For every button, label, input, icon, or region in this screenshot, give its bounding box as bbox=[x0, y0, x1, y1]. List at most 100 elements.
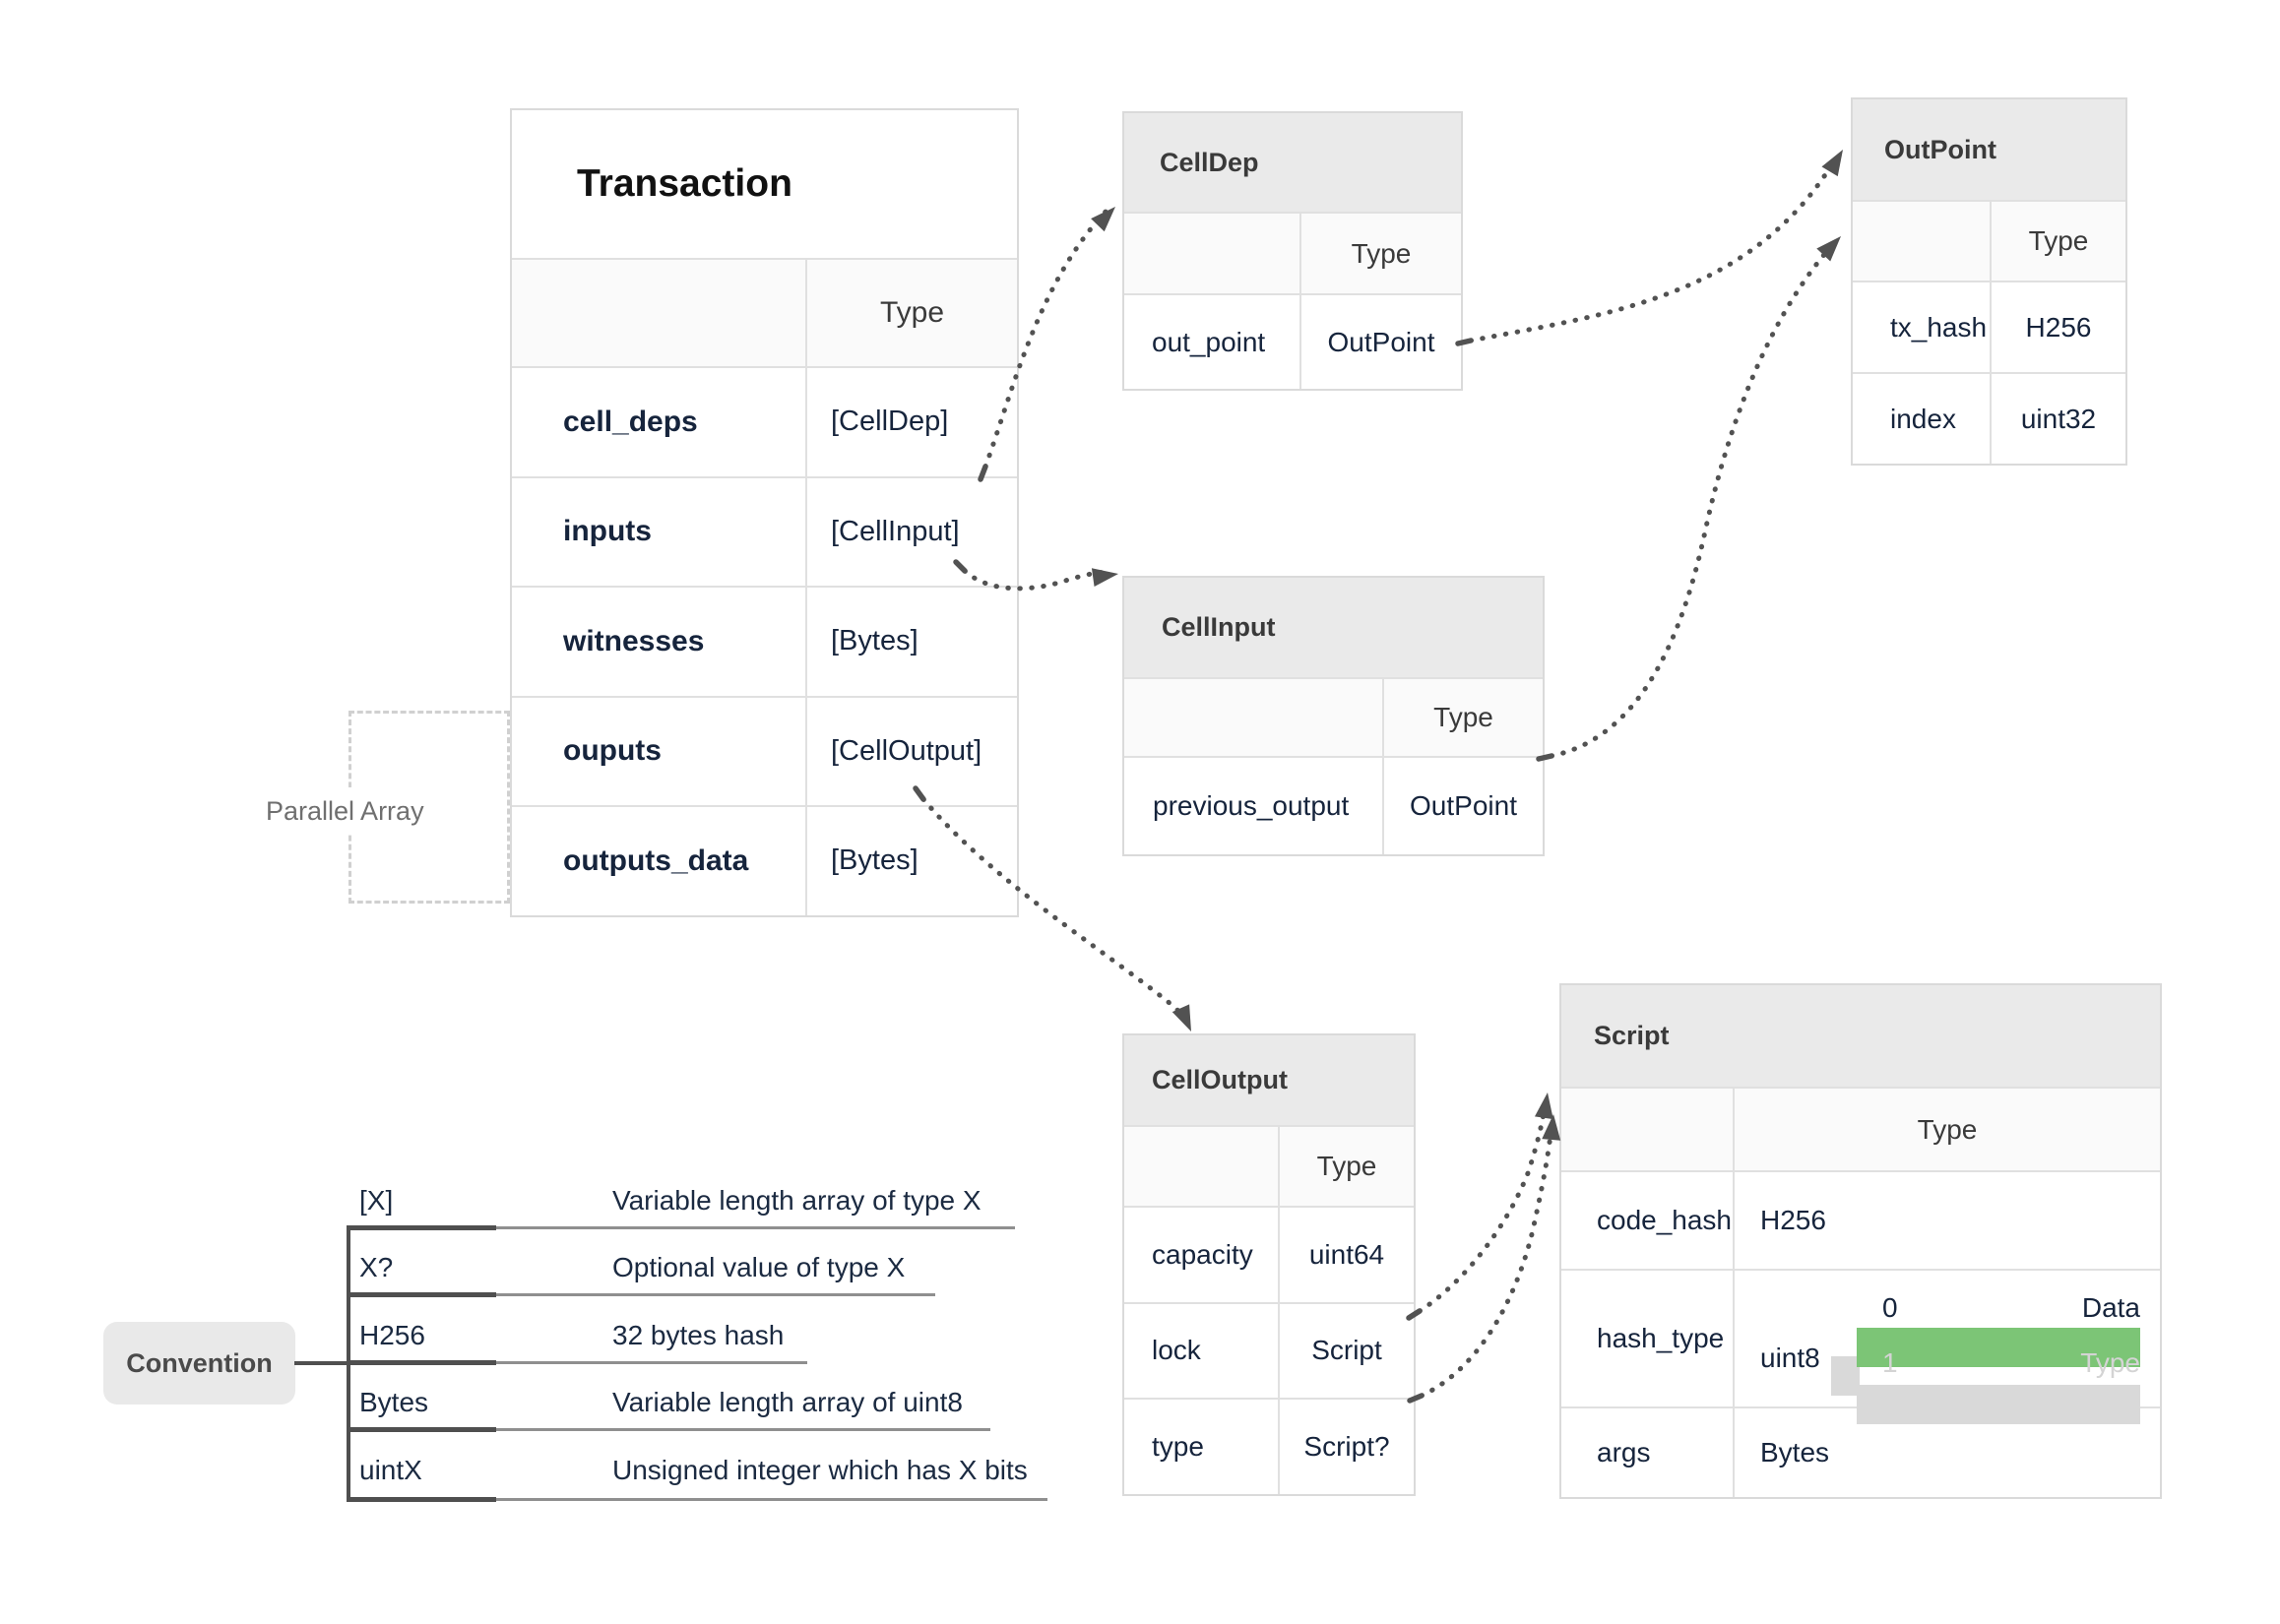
arrow-type-to-script bbox=[1407, 1114, 1561, 1404]
field-type: Bytes bbox=[1760, 1437, 1830, 1468]
celldep-title: CellDep bbox=[1124, 113, 1461, 212]
field-type: Script bbox=[1311, 1335, 1382, 1366]
table-row: out_point OutPoint bbox=[1124, 293, 1461, 389]
table-row: ouputs [CellOutput] bbox=[512, 695, 1017, 805]
empty-header-cell bbox=[1853, 202, 1992, 281]
legend-term: X? bbox=[359, 1252, 394, 1282]
branch-connector-line bbox=[1831, 1356, 1857, 1396]
legend-term: [X] bbox=[359, 1185, 394, 1216]
field-name: witnesses bbox=[512, 588, 807, 696]
field-type: [CellInput] bbox=[831, 515, 960, 547]
empty-header-cell bbox=[1124, 214, 1301, 293]
type-header: Type bbox=[1433, 702, 1493, 732]
field-type: [CellOutput] bbox=[831, 734, 982, 767]
field-name: lock bbox=[1124, 1303, 1280, 1398]
arrow-lock-to-script bbox=[1406, 1093, 1553, 1321]
field-name: ouputs bbox=[512, 697, 807, 805]
field-name: capacity bbox=[1124, 1208, 1280, 1302]
table-row: code_hash H256 bbox=[1561, 1170, 2160, 1269]
transaction-title: Transaction bbox=[512, 110, 1017, 258]
table-row: type Script? bbox=[1124, 1398, 1414, 1494]
convention-pill: Convention bbox=[103, 1322, 295, 1405]
table-row: outputs_data [Bytes] bbox=[512, 805, 1017, 915]
branch-fork-gray bbox=[1857, 1359, 1860, 1399]
field-type: [Bytes] bbox=[831, 625, 918, 657]
legend-definition: 32 bytes hash bbox=[612, 1320, 785, 1350]
field-name: inputs bbox=[512, 477, 807, 586]
empty-header-cell bbox=[1561, 1089, 1735, 1170]
legend-rule bbox=[347, 1292, 935, 1297]
branch-line-data bbox=[1857, 1328, 2140, 1367]
arrow-outpoint-ref-to-outpoint bbox=[1455, 150, 1843, 346]
type-header: Type bbox=[879, 296, 945, 329]
celloutput-title: CellOutput bbox=[1124, 1035, 1414, 1125]
field-name: hash_type bbox=[1561, 1271, 1735, 1406]
field-name: args bbox=[1561, 1408, 1735, 1497]
outpoint-table: OutPoint Type tx_hash H256 index uint32 bbox=[1851, 97, 2127, 466]
celloutput-header-row: Type bbox=[1124, 1125, 1414, 1206]
field-name: cell_deps bbox=[512, 368, 807, 476]
field-type: uint8 bbox=[1760, 1343, 1820, 1373]
table-row: cell_deps [CellDep] bbox=[512, 366, 1017, 476]
legend-rule bbox=[347, 1225, 1015, 1230]
legend-definition: Variable length array of type X bbox=[612, 1185, 982, 1216]
type-header: Type bbox=[1351, 237, 1412, 269]
celldep-header-row: Type bbox=[1124, 212, 1461, 293]
celloutput-table: CellOutput Type capacity uint64 lock Scr… bbox=[1122, 1033, 1416, 1496]
table-row: tx_hash H256 bbox=[1853, 281, 2125, 372]
field-name: tx_hash bbox=[1853, 282, 1992, 372]
empty-header-cell bbox=[1124, 679, 1384, 756]
arrow-previousoutput-to-outpoint bbox=[1536, 236, 1841, 762]
legend-definition: Variable length array of uint8 bbox=[612, 1387, 963, 1417]
field-type: Script? bbox=[1303, 1430, 1390, 1462]
script-table: Script Type code_hash H256 hash_type uin… bbox=[1559, 983, 2162, 1499]
field-name: index bbox=[1853, 374, 1992, 464]
transaction-header-row: Type bbox=[512, 258, 1017, 366]
legend-rule bbox=[347, 1427, 990, 1432]
legend-rule bbox=[347, 1497, 1047, 1502]
script-title: Script bbox=[1561, 985, 2160, 1087]
field-type: [CellDep] bbox=[831, 406, 949, 438]
parallel-array-label: Parallel Array bbox=[258, 787, 432, 835]
branch-line-type bbox=[1857, 1385, 2140, 1424]
legend-definition: Optional value of type X bbox=[612, 1252, 906, 1282]
outpoint-header-row: Type bbox=[1853, 200, 2125, 281]
field-name: out_point bbox=[1124, 295, 1301, 389]
field-name: previous_output bbox=[1124, 758, 1384, 854]
empty-header-cell bbox=[512, 260, 807, 366]
branch-value-1: 1 bbox=[1882, 1347, 1898, 1378]
field-type: H256 bbox=[2025, 311, 2092, 343]
field-type: H256 bbox=[1760, 1205, 1826, 1235]
legend-term: Bytes bbox=[359, 1387, 429, 1417]
legend-definition: Unsigned integer which has X bits bbox=[612, 1455, 1028, 1485]
field-name: type bbox=[1124, 1400, 1280, 1494]
table-row: index uint32 bbox=[1853, 372, 2125, 464]
table-row: inputs [CellInput] bbox=[512, 475, 1017, 586]
empty-header-cell bbox=[1124, 1127, 1280, 1206]
branch-label-data: Data bbox=[2081, 1292, 2140, 1323]
field-type: uint32 bbox=[2020, 403, 2097, 434]
field-type: OutPoint bbox=[1410, 790, 1517, 821]
branch-value-0: 0 bbox=[1882, 1292, 1898, 1323]
cellinput-title: CellInput bbox=[1124, 578, 1543, 677]
branch-label-type: Type bbox=[2080, 1347, 2140, 1378]
hash-type-branch-cell: uint8 0 Data 1 Type bbox=[1735, 1271, 2160, 1424]
table-row: witnesses [Bytes] bbox=[512, 586, 1017, 696]
table-row: previous_output OutPoint bbox=[1124, 756, 1543, 854]
field-name: code_hash bbox=[1561, 1172, 1735, 1269]
legend-term: H256 bbox=[359, 1320, 425, 1350]
cellinput-table: CellInput Type previous_output OutPoint bbox=[1122, 576, 1545, 856]
field-name: outputs_data bbox=[512, 807, 807, 915]
script-header-row: Type bbox=[1561, 1087, 2160, 1170]
table-row-hash-type: hash_type uint8 0 Data 1 Type bbox=[1561, 1269, 2160, 1424]
cellinput-header-row: Type bbox=[1124, 677, 1543, 756]
transaction-table: Transaction Type cell_deps [CellDep] inp… bbox=[510, 108, 1019, 917]
table-row: capacity uint64 bbox=[1124, 1206, 1414, 1302]
legend-rule bbox=[347, 1360, 807, 1365]
celldep-table: CellDep Type out_point OutPoint bbox=[1122, 111, 1463, 391]
field-type: [Bytes] bbox=[831, 844, 918, 877]
field-type: OutPoint bbox=[1327, 326, 1435, 357]
field-type: uint64 bbox=[1308, 1238, 1385, 1270]
table-row: lock Script bbox=[1124, 1301, 1414, 1398]
